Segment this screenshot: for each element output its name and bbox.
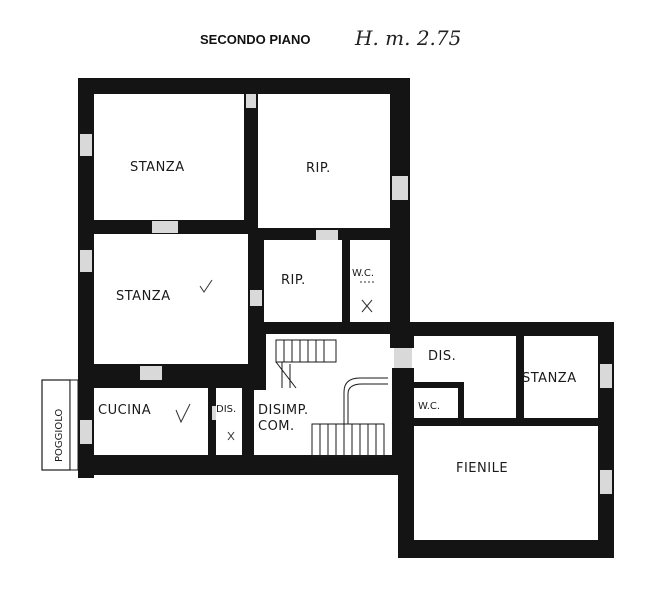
room-label-disimp-line1: DISIMP. — [258, 403, 309, 418]
room-label-wc-right: W.C. — [418, 401, 440, 412]
walls-left-block — [78, 78, 413, 478]
room-label-rip-top: RIP. — [306, 161, 331, 176]
staircase — [275, 339, 388, 457]
room-label-wc-left: W.C. — [352, 268, 374, 279]
room-label-dis-right: DIS. — [428, 349, 456, 364]
room-label-rip-small: RIP. — [281, 273, 306, 288]
room-label-dis-left: DIS. — [216, 404, 236, 415]
room-labels: STANZA RIP. STANZA RIP. W.C. CUCINA DIS.… — [98, 160, 577, 476]
room-label-stanza-top: STANZA — [130, 160, 185, 175]
room-label-fienile: FIENILE — [456, 461, 508, 476]
room-label-cucina: CUCINA — [98, 403, 151, 418]
height-note: H. m. 2.75 — [354, 26, 461, 50]
floor-title: SECONDO PIANO — [200, 32, 311, 47]
balcony-label: POGGIOLO — [54, 409, 65, 462]
balcony: POGGIOLO — [41, 379, 79, 471]
room-label-stanza-mid: STANZA — [116, 289, 171, 304]
room-label-stanza-right: STANZA — [522, 371, 577, 386]
room-label-disimp-line2: COM. — [258, 419, 295, 434]
windows — [80, 94, 612, 494]
fixture-marks — [175, 279, 376, 441]
walls-right-block — [392, 322, 614, 558]
